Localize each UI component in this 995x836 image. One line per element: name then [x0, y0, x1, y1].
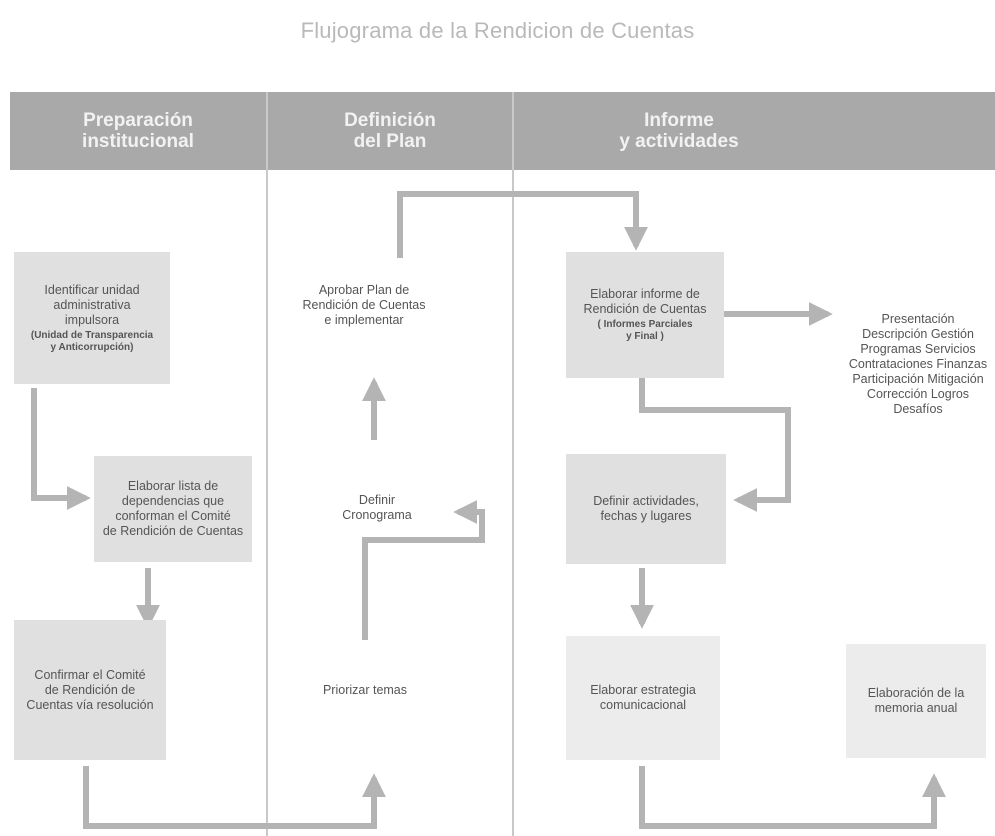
column-divider	[266, 92, 268, 836]
node-aprobar-text: Aprobar Plan de Rendición de Cuentas e i…	[302, 282, 426, 327]
node-estrategia-text: Elaborar estrategia comunicacional	[590, 683, 696, 712]
node-memoria-text: Elaboración de la memoria anual	[867, 686, 965, 715]
arrow-confirmar-to-priorizar	[83, 766, 386, 829]
header-band	[10, 92, 995, 170]
arrow-aprobar-to-informe	[397, 191, 648, 258]
column-header-definicion: Definición del Plan	[344, 110, 436, 152]
node-elaborar-lista: Elaborar lista de dependencias que confo…	[94, 456, 252, 562]
node-identificar-unidad: Identificar unidad administrativa impuls…	[14, 252, 170, 384]
node-estrategia-comunicacional: Elaborar estrategia comunicacional	[566, 636, 720, 760]
node-informe-subtext: ( Informes Parciales y Final )	[597, 319, 693, 342]
node-confirmar-text: Confirmar el Comité de Rendición de Cuen…	[26, 667, 154, 712]
node-priorizar-text: Priorizar temas	[322, 682, 408, 697]
node-informe-text: Elaborar informe de Rendición de Cuentas	[583, 287, 707, 316]
informe-contents-list: Presentación Descripción Gestión Program…	[838, 312, 995, 417]
informe-content-item: Desafíos	[893, 402, 943, 416]
column-header-informe: Informe y actividades	[619, 110, 739, 152]
node-confirmar-comite: Confirmar el Comité de Rendición de Cuen…	[14, 620, 166, 760]
node-elaborar-lista-text: Elaborar lista de dependencias que confo…	[102, 479, 244, 538]
informe-content-item: Corrección Logros	[866, 387, 970, 401]
arrow-priorizar-to-cronograma	[362, 500, 485, 640]
node-elaborar-informe: Elaborar informe de Rendición de Cuentas…	[566, 252, 724, 378]
informe-content-item: Contrataciones Finanzas	[848, 357, 988, 371]
node-priorizar-temas: Priorizar temas	[290, 650, 440, 730]
node-identificar-text: Identificar unidad administrativa impuls…	[44, 282, 140, 327]
informe-content-item: Programas Servicios	[860, 342, 976, 356]
informe-content-item: Presentación	[881, 312, 955, 326]
node-definir-cronograma: Definir Cronograma	[330, 478, 424, 538]
informe-content-item: Participación Mitigación	[852, 372, 984, 386]
informe-content-item: Descripción Gestión	[862, 327, 974, 341]
arrow-informe-to-actividades	[639, 378, 791, 512]
node-definir-actividades: Definir actividades, fechas y lugares	[566, 454, 726, 564]
node-aprobar-plan: Aprobar Plan de Rendición de Cuentas e i…	[284, 264, 444, 346]
arrow-estrategia-to-memoria	[639, 766, 946, 829]
node-memoria-anual: Elaboración de la memoria anual	[846, 644, 986, 758]
arrow-identificar-to-lista	[31, 388, 91, 510]
node-cronograma-text: Definir Cronograma	[342, 493, 412, 522]
column-divider	[512, 92, 514, 836]
column-header-preparacion: Preparación institucional	[82, 110, 194, 152]
node-actividades-text: Definir actividades, fechas y lugares	[593, 494, 699, 523]
diagram-title: Flujograma de la Rendicion de Cuentas	[300, 18, 695, 43]
node-identificar-subtext: (Unidad de Transparencia y Anticorrupció…	[30, 329, 154, 353]
